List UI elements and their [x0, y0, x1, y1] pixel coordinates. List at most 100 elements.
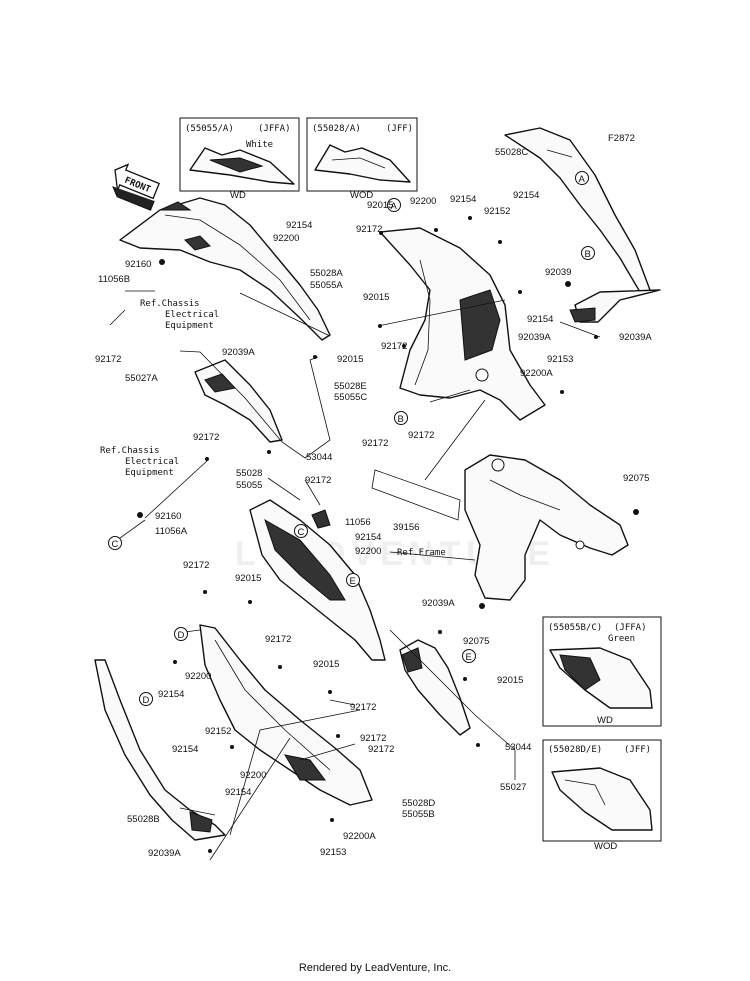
- ref-chassis-1-line3: Equipment: [165, 321, 214, 331]
- callout-circles: A A B B C C D D E E: [108, 171, 595, 706]
- part-label: 92200A: [343, 831, 376, 842]
- part-label: 92015: [313, 659, 339, 670]
- part-label: 55027: [500, 782, 526, 793]
- callout-a-1: A: [387, 198, 401, 212]
- footer-credit: Rendered by LeadVenture, Inc.: [298, 962, 452, 974]
- part-label: 92200: [273, 233, 299, 244]
- part-label: 92172: [350, 702, 376, 713]
- svg-text:B: B: [585, 249, 591, 260]
- part-label: 92154: [527, 314, 553, 325]
- svg-text:C: C: [298, 527, 305, 538]
- part-label: 92172: [193, 432, 219, 443]
- svg-text:D: D: [143, 695, 150, 706]
- part-label: 55028B: [127, 814, 160, 825]
- inset-1-caption: WD: [230, 190, 246, 201]
- part-label: 92172: [356, 224, 382, 235]
- part-label: 55028A: [310, 268, 343, 279]
- svg-text:E: E: [350, 576, 356, 587]
- ref-chassis-2-line3: Equipment: [125, 468, 174, 478]
- inset-3-note: Green: [608, 634, 635, 644]
- inset-1-note: White: [246, 140, 273, 150]
- inset-3-header-left: (55055B/C): [548, 623, 602, 633]
- belly-pan-55028B: [94, 659, 226, 841]
- ref-chassis-1-line2: Electrical: [165, 310, 219, 320]
- part-label: 11056: [345, 517, 371, 528]
- svg-text:C: C: [112, 539, 119, 550]
- part-label: 92039: [545, 267, 571, 278]
- inset-3-caption: WD: [597, 715, 613, 726]
- inset-4-header-left: (55028D/E): [548, 745, 602, 755]
- part-label: 92200: [410, 196, 436, 207]
- callout-c-1: C: [108, 536, 122, 550]
- inset-3-header-right: (JFFA): [614, 623, 647, 633]
- part-label: 92015: [235, 573, 261, 584]
- part-label: 92015: [363, 292, 389, 303]
- svg-text:A: A: [391, 201, 398, 212]
- part-label: 92075: [463, 636, 489, 647]
- ref-chassis-2-line1: Ref.Chassis: [100, 446, 160, 456]
- part-label: 92015: [367, 200, 393, 211]
- inset-2-caption: WOD: [350, 190, 373, 201]
- callout-d-2: D: [139, 692, 153, 706]
- part-label: 11056A: [155, 526, 188, 537]
- part-label: 53044: [505, 742, 531, 753]
- ref-labels: Ref.Chassis Electrical Equipment Ref.Cha…: [100, 299, 446, 558]
- callout-a-2: A: [575, 171, 589, 185]
- part-label: 55028: [236, 468, 262, 479]
- part-label: 55028D: [402, 798, 435, 809]
- inset-2-header-left: (55028/A): [312, 124, 361, 134]
- inset-2-header-right: (JFF): [386, 124, 413, 134]
- part-label: 92172: [265, 634, 291, 645]
- part-label: 92154: [450, 194, 476, 205]
- part-label: 55055: [236, 480, 262, 491]
- part-label: 92039A: [619, 332, 652, 343]
- frame-part: [464, 454, 629, 601]
- inset-1-header-right: (JFFA): [258, 124, 291, 134]
- part-label: 92152: [484, 206, 510, 217]
- inner-cover-55027A: [194, 359, 283, 443]
- part-label: 55027A: [125, 373, 158, 384]
- part-label: 92200A: [520, 368, 553, 379]
- part-label: 92154: [172, 744, 198, 755]
- inset-4-header-right: (JFF): [624, 745, 651, 755]
- part-label: 92172: [381, 341, 407, 352]
- part-label: 92039A: [422, 598, 455, 609]
- callout-e-2: E: [462, 649, 476, 663]
- callout-b-1: B: [581, 246, 595, 260]
- front-arrow: FRONT: [112, 163, 160, 211]
- inset-4-caption: WOD: [594, 841, 617, 852]
- callout-d-1: D: [174, 627, 188, 641]
- middle-cowl-55028: [249, 499, 386, 661]
- part-label: 55028E: [334, 381, 367, 392]
- part-label: 92172: [368, 744, 394, 755]
- svg-text:D: D: [178, 630, 185, 641]
- part-label: 92172: [408, 430, 434, 441]
- part-label: 92039A: [222, 347, 255, 358]
- part-label: 92154: [355, 532, 381, 543]
- part-label: 92160: [155, 511, 181, 522]
- part-label: 92172: [362, 438, 388, 449]
- upper-cowl-part: [119, 197, 331, 341]
- part-label: 92200: [185, 671, 211, 682]
- inset-1-header-left: (55055/A): [185, 124, 234, 134]
- part-label: 55028C: [495, 147, 528, 158]
- part-label: 92154: [513, 190, 539, 201]
- ref-chassis-1-line1: Ref.Chassis: [140, 299, 200, 309]
- fastener-dots: [137, 216, 639, 853]
- part-labels: 55028C 92015 92200 92154 92154 92152 921…: [95, 147, 652, 859]
- part-label: 92200: [240, 770, 266, 781]
- inset-55055-white: (55055/A) (JFFA) White WD: [179, 117, 300, 201]
- part-label: 92160: [125, 259, 151, 270]
- part-label: 92172: [360, 733, 386, 744]
- part-label: 92154: [225, 787, 251, 798]
- inset-55028-wod: (55028/A) (JFF) WOD: [306, 117, 418, 201]
- part-label: 92200: [355, 546, 381, 557]
- part-label: 92154: [286, 220, 312, 231]
- callout-c-2: C: [294, 524, 308, 538]
- part-label: 92015: [497, 675, 523, 686]
- callout-e-1: E: [346, 573, 360, 587]
- part-label: 92153: [320, 847, 346, 858]
- side-panel-55028C: [504, 127, 661, 323]
